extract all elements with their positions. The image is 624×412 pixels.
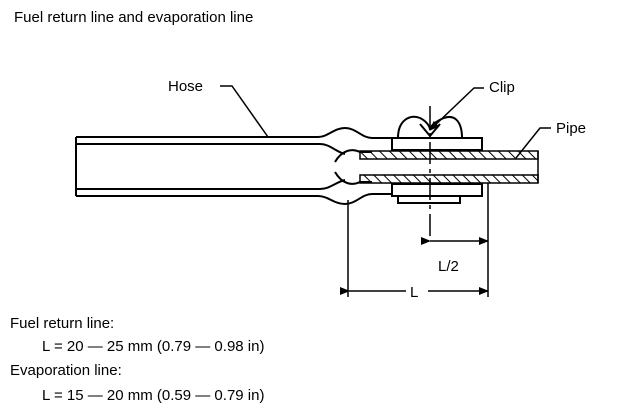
hose-leader: Hose	[168, 78, 269, 138]
clip-leader: Clip	[429, 79, 515, 131]
length-label: L	[410, 284, 418, 301]
spec-value-fuel-return: L = 20 — 25 mm (0.79 — 0.98 in)	[42, 338, 264, 355]
hose-label: Hose	[168, 78, 203, 95]
pipe-leader: Pipe	[515, 120, 586, 159]
clip-label: Clip	[489, 79, 515, 96]
spec-heading-fuel-return: Fuel return line:	[10, 315, 114, 332]
hose	[75, 126, 430, 206]
pipe	[359, 150, 539, 184]
diagram-title: Fuel return line and evaporation line	[14, 9, 253, 26]
spec-heading-evaporation: Evaporation line:	[10, 362, 122, 379]
half-length-label: L/2	[438, 258, 459, 275]
clip	[391, 115, 483, 204]
length-dimension: L	[340, 282, 489, 301]
spec-value-evaporation: L = 15 — 20 mm (0.59 — 0.79 in)	[42, 387, 264, 404]
pipe-label: Pipe	[556, 120, 586, 137]
specifications: Fuel return line: L = 20 — 25 mm (0.79 —…	[10, 315, 264, 404]
half-length-dimension: L/2	[421, 237, 489, 275]
